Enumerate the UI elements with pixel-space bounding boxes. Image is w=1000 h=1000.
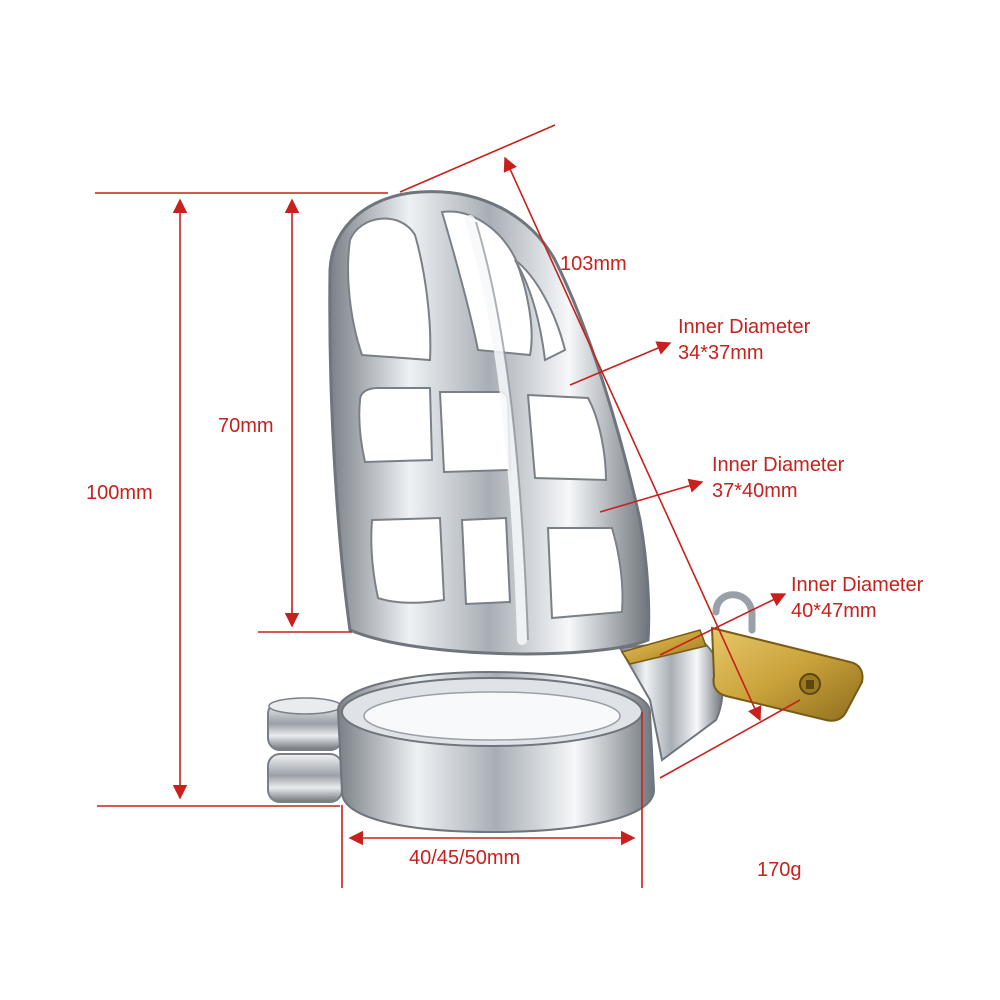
- ring-width-label: 40/45/50mm: [409, 847, 521, 869]
- inner-diameter-annotation-2: Inner Diameter 37*40mm: [712, 452, 844, 504]
- total-height-label: 100mm: [86, 482, 153, 504]
- dimension-lines: [95, 124, 801, 888]
- inner-diameter-value: 37*40mm: [712, 480, 798, 502]
- inner-diameter-value: 34*37mm: [678, 342, 764, 364]
- cage-length-label: 103mm: [560, 253, 627, 275]
- inner-diameter-title: Inner Diameter: [678, 316, 811, 338]
- inner-diameter-title: Inner Diameter: [712, 454, 845, 476]
- inner-diameter-annotation-3: Inner Diameter 40*47mm: [791, 572, 923, 624]
- cage-height-label: 70mm: [218, 415, 274, 437]
- inner-diameter-title: Inner Diameter: [791, 574, 924, 596]
- weight-label: 170g: [757, 859, 802, 881]
- inner-diameter-annotation-1: Inner Diameter 34*37mm: [678, 314, 810, 366]
- ring-base: [267, 638, 724, 834]
- inner-diameter-value: 40*47mm: [791, 600, 877, 622]
